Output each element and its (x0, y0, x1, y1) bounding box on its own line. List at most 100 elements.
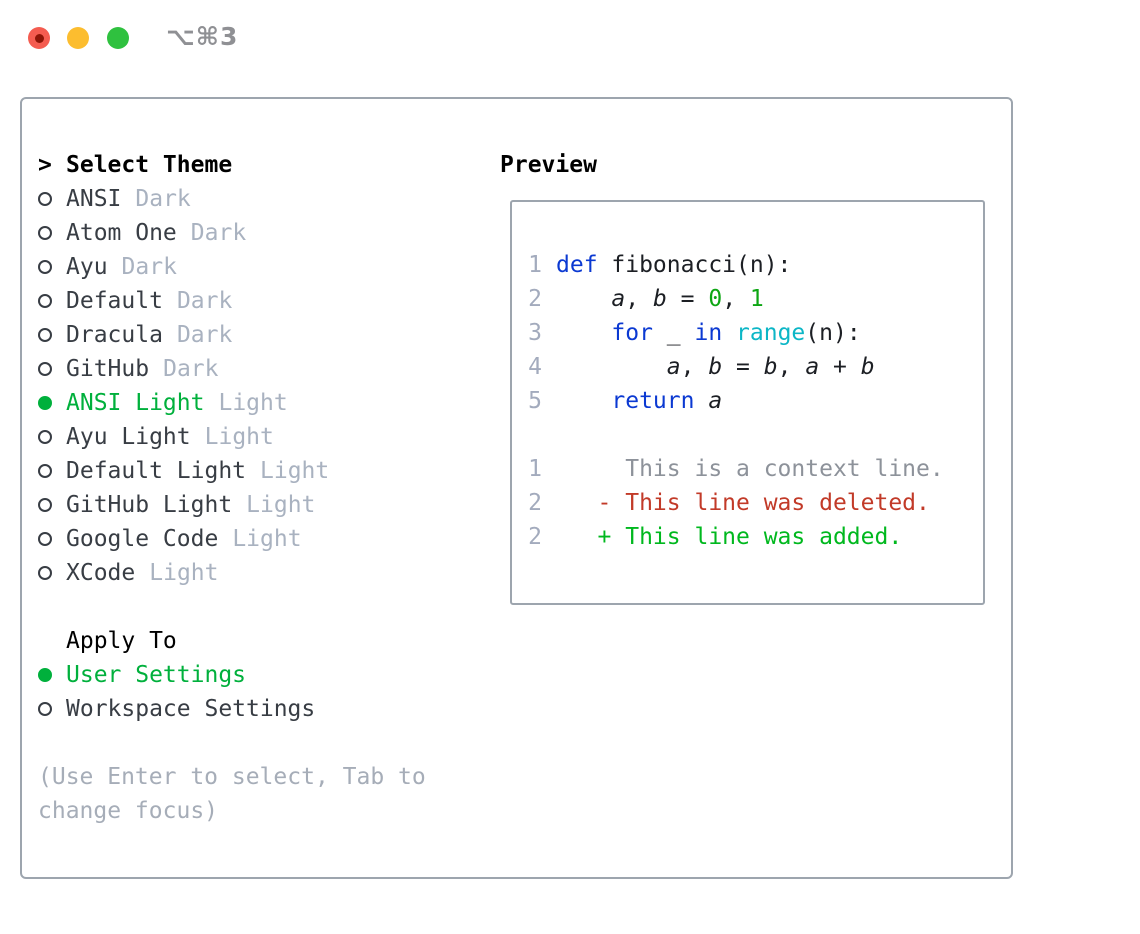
blank-line (38, 590, 426, 624)
theme-option-label: Atom One (66, 220, 177, 246)
code-line-content: + This line was added. (556, 524, 903, 550)
apply-option-label: Workspace Settings (66, 696, 316, 722)
preview-header: Preview (500, 152, 597, 178)
theme-option-github-light[interactable]: GitHub Light Light (38, 488, 426, 522)
theme-variant-tag: Dark (176, 288, 233, 314)
code-line-content: return a (611, 388, 723, 414)
theme-option-default-light[interactable]: Default Light Light (38, 454, 426, 488)
code-line-content: This is a context line. (556, 456, 944, 482)
code-line: 3 for _ in range(n): (528, 316, 983, 350)
theme-variant-tag: Light (232, 526, 302, 552)
apply-option-label: User Settings (66, 662, 247, 688)
theme-variant-tag: Dark (135, 186, 191, 212)
code-line: 5 return a (528, 384, 983, 418)
line-number: 4 (528, 354, 542, 380)
theme-option-label: Ayu Light (66, 424, 191, 450)
code-line-content: a, b = 0, 1 (611, 286, 764, 312)
theme-variant-tag: Dark (121, 254, 177, 280)
apply-to-header: Apply To (38, 624, 426, 658)
radio-icon (38, 192, 52, 206)
apply-option-workspace-settings[interactable]: Workspace Settings (38, 692, 426, 726)
theme-option-label: GitHub (66, 356, 150, 382)
theme-option-label: GitHub Light (66, 492, 233, 518)
line-number: 2 (528, 490, 542, 516)
help-text: (Use Enter to select, Tab to change focu… (38, 760, 426, 828)
theme-option-atom-one[interactable]: Atom One Dark (38, 216, 426, 250)
radio-icon (38, 464, 52, 478)
theme-variant-tag: Light (218, 390, 288, 416)
radio-selected-icon (38, 396, 52, 410)
theme-option-label: ANSI Light (66, 390, 205, 416)
theme-variant-tag: Light (149, 560, 219, 586)
radio-icon (38, 260, 52, 274)
theme-option-label: ANSI (66, 186, 122, 212)
code-line: 2 + This line was added. (528, 520, 983, 554)
radio-icon (38, 226, 52, 240)
theme-variant-tag: Light (246, 492, 316, 518)
blank-line (38, 726, 426, 760)
minimize-button[interactable] (67, 27, 89, 49)
code-line: 2 - This line was deleted. (528, 486, 983, 520)
theme-variant-tag: Dark (190, 220, 247, 246)
close-active-dot (34, 33, 44, 43)
code-line: 2 a, b = 0, 1 (528, 282, 983, 316)
code-line-content: for _ in range(n): (611, 320, 861, 346)
radio-selected-icon (38, 668, 52, 682)
theme-option-label: Default (66, 288, 163, 314)
code-line: 1 def fibonacci(n): (528, 248, 983, 282)
select-theme-title: Select Theme (66, 152, 233, 178)
cursor-prompt-icon: > (38, 152, 52, 178)
help-text-line-2: change focus) (38, 798, 219, 824)
radio-icon (38, 328, 52, 342)
radio-icon (38, 294, 52, 308)
theme-option-xcode[interactable]: XCode Light (38, 556, 426, 590)
radio-icon (38, 362, 52, 376)
theme-option-label: Dracula (66, 322, 163, 348)
window-title: ⌥⌘3 (166, 22, 239, 51)
help-text-line-1: (Use Enter to select, Tab to (38, 764, 426, 790)
theme-variant-tag: Dark (176, 322, 233, 348)
code-blank-line (528, 418, 983, 452)
theme-option-label: Google Code (66, 526, 219, 552)
code-line-content: def fibonacci(n): (556, 252, 792, 278)
theme-option-ansi[interactable]: ANSI Dark (38, 182, 426, 216)
theme-option-label: Default Light (66, 458, 247, 484)
line-number: 3 (528, 320, 542, 346)
titlebar: ⌥⌘3 (0, 0, 1140, 76)
code-line: 1 This is a context line. (528, 452, 983, 486)
radio-icon (38, 566, 52, 580)
theme-option-ayu-light[interactable]: Ayu Light Light (38, 420, 426, 454)
line-number: 1 (528, 456, 542, 482)
maximize-button[interactable] (107, 27, 129, 49)
theme-option-github[interactable]: GitHub Dark (38, 352, 426, 386)
apply-to-title: Apply To (66, 628, 177, 654)
radio-icon (38, 532, 52, 546)
theme-option-ansi-light[interactable]: ANSI Light Light (38, 386, 426, 420)
theme-option-google-code[interactable]: Google Code Light (38, 522, 426, 556)
line-number: 1 (528, 252, 542, 278)
select-theme-header: > Select Theme (38, 148, 426, 182)
theme-option-label: XCode (66, 560, 136, 586)
radio-icon (38, 702, 52, 716)
code-line-content: - This line was deleted. (556, 490, 930, 516)
theme-option-ayu[interactable]: Ayu Dark (38, 250, 426, 284)
theme-option-default[interactable]: Default Dark (38, 284, 426, 318)
theme-option-label: Ayu (66, 254, 108, 280)
line-number: 5 (528, 388, 542, 414)
theme-option-dracula[interactable]: Dracula Dark (38, 318, 426, 352)
radio-icon (38, 498, 52, 512)
apply-option-user-settings[interactable]: User Settings (38, 658, 426, 692)
theme-variant-tag: Light (204, 424, 274, 450)
line-number: 2 (528, 524, 542, 550)
radio-icon (38, 430, 52, 444)
theme-variant-tag: Dark (163, 356, 219, 382)
close-button[interactable] (28, 27, 50, 49)
theme-variant-tag: Light (260, 458, 330, 484)
